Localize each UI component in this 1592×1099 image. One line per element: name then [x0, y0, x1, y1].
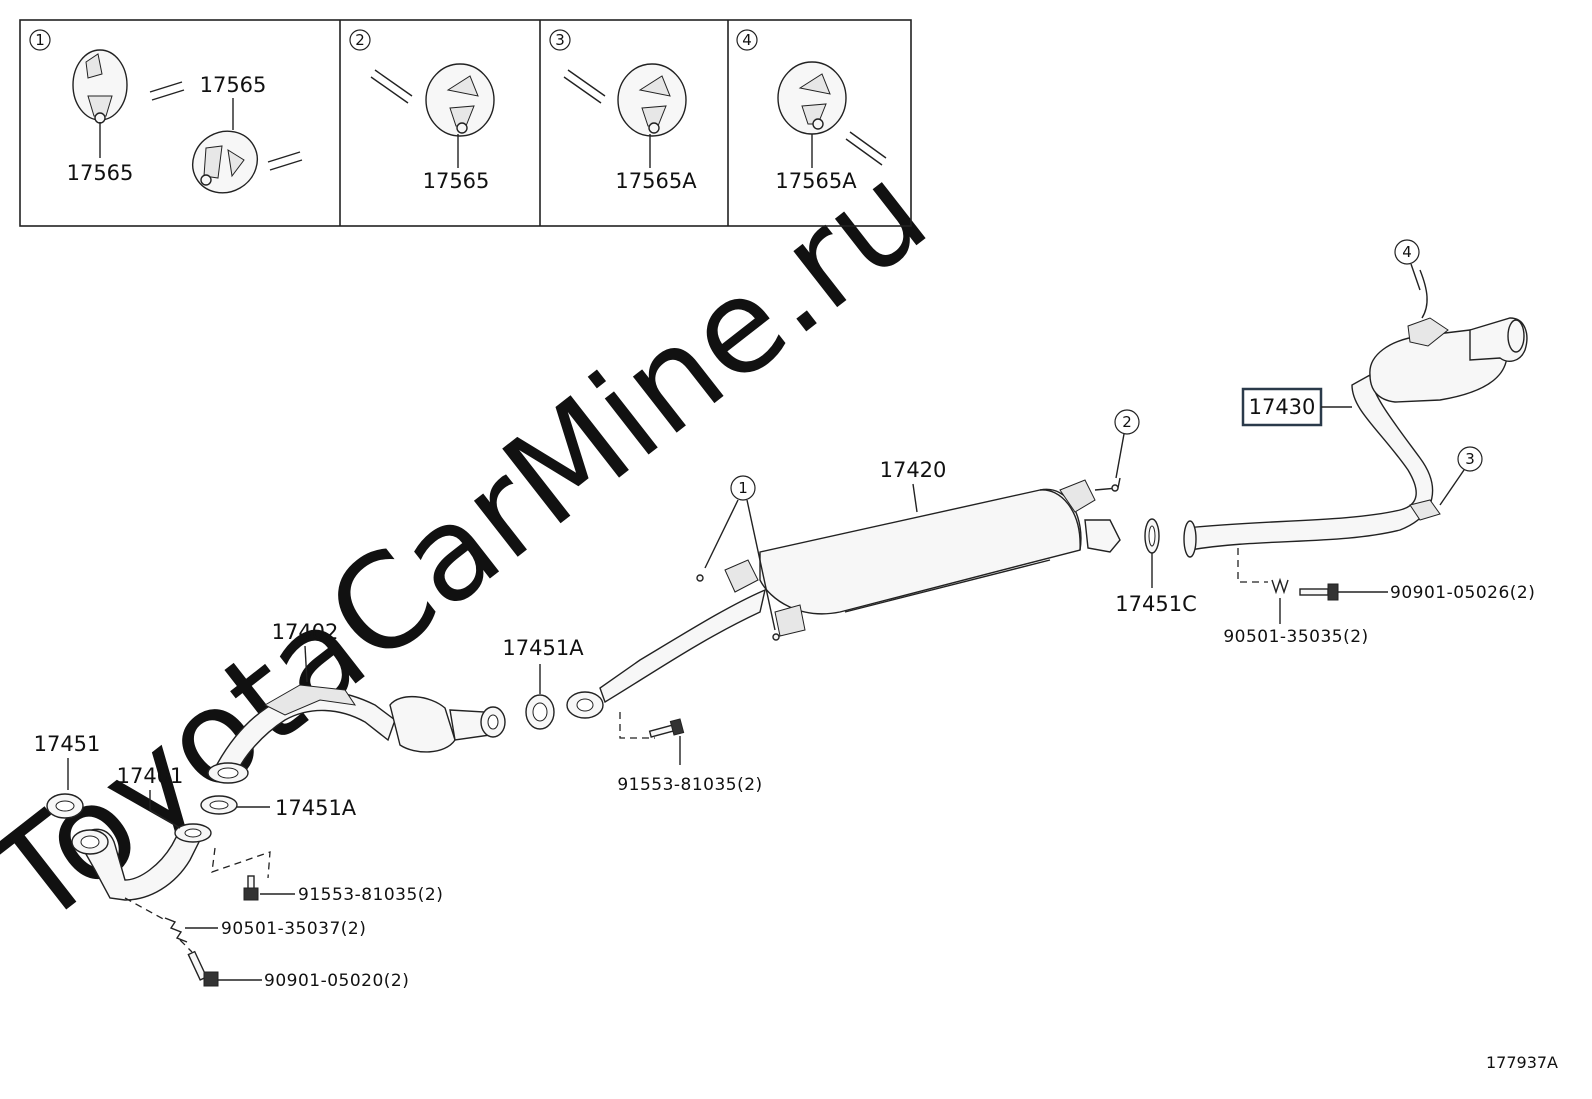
inset-panel-4[interactable]: 4 17565A [736, 29, 887, 193]
callout-2: 2 [1122, 413, 1132, 431]
part-label-17565: 17565 [200, 73, 267, 97]
part-label-17451C[interactable]: 17451C [1115, 592, 1196, 616]
part-label-17565A: 17565A [615, 169, 697, 193]
fastener-label-91553-81035[interactable]: 91553-81035(2) [298, 885, 443, 905]
part-label-17451A[interactable]: 17451A [275, 796, 357, 820]
fastener-label-91553-81035[interactable]: 91553-81035(2) [617, 775, 762, 795]
part-label-17401[interactable]: 17401 [117, 764, 184, 788]
bolt-icon [243, 875, 259, 901]
inset-panel-2[interactable]: 2 17565 [349, 29, 495, 193]
bolt-icon [648, 718, 685, 738]
fastener-label-90501-35035[interactable]: 90501-35035(2) [1223, 627, 1368, 647]
fastener-label-90901-05026[interactable]: 90901-05026(2) [1390, 583, 1535, 603]
gasket-17451C[interactable] [1144, 518, 1160, 554]
fastener-label-90501-35037[interactable]: 90501-35037(2) [221, 919, 366, 939]
panel-number: 2 [355, 31, 365, 49]
rubber-hanger-icon [192, 130, 258, 194]
rubber-hanger-icon [617, 63, 687, 137]
gasket-17451A[interactable] [200, 795, 238, 815]
part-label-17420[interactable]: 17420 [880, 458, 947, 482]
exhaust-pipe-17401[interactable] [71, 823, 212, 901]
part-label-17565: 17565 [423, 169, 490, 193]
gasket-17451[interactable] [46, 793, 84, 819]
panel-number: 1 [35, 31, 45, 49]
bolt-icon [1299, 583, 1339, 601]
rubber-hanger-icon [425, 63, 495, 137]
callout-1: 1 [738, 479, 748, 497]
panel-number: 4 [742, 31, 752, 49]
part-label-17565A: 17565A [775, 169, 857, 193]
part-label-17565: 17565 [67, 161, 134, 185]
inset-panels: 1 17565 17565 2 [19, 19, 912, 227]
callout-4: 4 [1402, 243, 1412, 261]
rubber-hanger-icon [777, 61, 847, 135]
gasket-17451A[interactable] [525, 694, 555, 730]
fastener-label-90901-05020[interactable]: 90901-05020(2) [264, 971, 409, 991]
tail-pipe-assembly-17430[interactable] [1183, 269, 1528, 558]
inset-panel-1[interactable]: 1 17565 17565 [29, 29, 303, 204]
spring-icon [164, 917, 188, 943]
center-muffler-17420[interactable] [566, 477, 1121, 719]
part-label-17402[interactable]: 17402 [272, 620, 339, 644]
diagram-code: 177937A [1486, 1053, 1558, 1072]
catalytic-converter-pipe-17402[interactable] [207, 684, 506, 784]
inset-panel-3[interactable]: 3 17565A [549, 29, 697, 193]
rubber-hanger-icon [72, 49, 128, 124]
part-label-17430[interactable]: 17430 [1249, 395, 1316, 419]
bolt-icon [187, 950, 219, 987]
callout-3: 3 [1465, 450, 1475, 468]
panel-number: 3 [555, 31, 565, 49]
part-label-17451A[interactable]: 17451A [502, 636, 584, 660]
spring-icon [1271, 577, 1289, 595]
part-label-17451[interactable]: 17451 [34, 732, 101, 756]
